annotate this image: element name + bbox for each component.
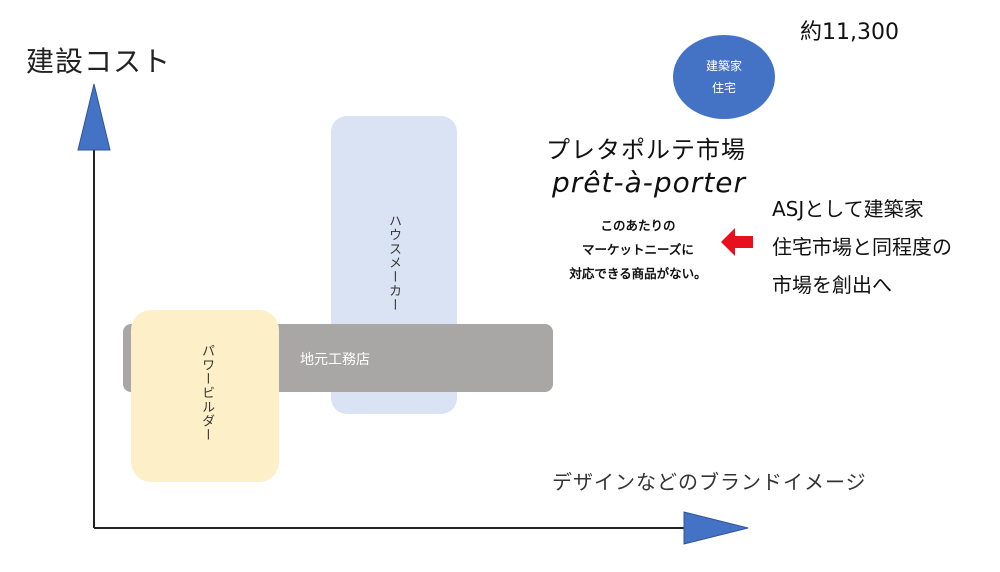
asj-line-2: 住宅市場と同程度の (772, 235, 952, 259)
note-line-2: マーケットニーズに (582, 242, 694, 257)
x-axis-arrowhead (683, 511, 749, 545)
y-axis-label: 建設コスト (26, 45, 172, 78)
power-builder-box (131, 310, 279, 482)
circle-label-line2: 住宅 (711, 81, 736, 95)
market-gap-note: このあたりの マーケットニーズに 対応できる商品がない。 (556, 214, 720, 286)
note-line-1: このあたりの (600, 218, 676, 233)
architect-market-value: 約11,300 (800, 20, 899, 45)
asj-line-1: ASJとして建築家 (772, 197, 924, 221)
x-axis-label: デザインなどのブランドイメージ (552, 470, 867, 494)
circle-label-line1: 建築家 (705, 59, 742, 73)
left-arrow-icon (721, 228, 753, 256)
market-subtitle: prêt-à-porter (552, 166, 746, 199)
house-maker-label: ハウスメーカー (386, 214, 401, 312)
local-builder-label: 地元工務店 (300, 352, 370, 368)
note-line-3: 対応できる商品がない。 (569, 266, 707, 281)
architect-house-circle: 建築家 住宅 (673, 35, 775, 119)
market-title: プレタポルテ市場 (546, 136, 746, 164)
asj-goal-text: ASJとして建築家 住宅市場と同程度の 市場を創出へ (772, 190, 952, 304)
asj-line-3: 市場を創出へ (772, 273, 892, 297)
power-builder-label: パワービルダー (199, 344, 214, 442)
y-axis-arrowhead (77, 83, 111, 151)
